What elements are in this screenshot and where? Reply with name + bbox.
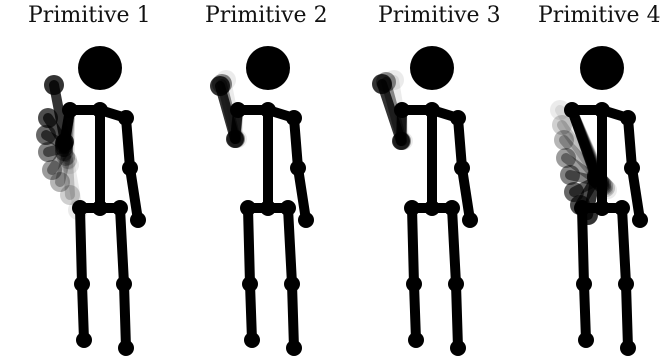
joint: [574, 200, 590, 216]
leg-segment: [82, 284, 84, 340]
joint: [424, 102, 440, 118]
joint: [290, 160, 306, 176]
leg-segment: [288, 208, 292, 284]
joint: [230, 102, 246, 118]
joint: [372, 74, 392, 94]
joint: [76, 332, 92, 348]
joint: [450, 110, 466, 126]
leg-segment: [584, 284, 586, 340]
joint: [594, 200, 610, 216]
leg-segment: [414, 284, 416, 340]
leg-segment: [412, 208, 414, 284]
joint: [112, 200, 128, 216]
joint: [614, 200, 630, 216]
joint: [392, 132, 410, 150]
joint: [74, 276, 90, 292]
leg-segment: [248, 208, 250, 284]
joint: [280, 200, 296, 216]
joint: [564, 102, 580, 118]
head: [410, 46, 454, 90]
joint: [404, 200, 420, 216]
joint: [594, 102, 610, 118]
leg-segment: [80, 208, 82, 284]
joint: [286, 110, 302, 126]
joint: [42, 160, 62, 180]
leg-segment: [582, 208, 584, 284]
joint: [624, 160, 640, 176]
skeleton-figure-2: [210, 46, 314, 356]
skeleton-figure-3: [372, 46, 478, 356]
joint: [406, 276, 422, 292]
joint: [554, 130, 574, 150]
skeleton-figure-4: [550, 46, 648, 356]
joint: [450, 340, 466, 356]
joint: [408, 332, 424, 348]
leg-segment: [452, 208, 456, 284]
leg-segment: [250, 284, 252, 340]
joint: [620, 340, 636, 356]
joint: [226, 130, 244, 148]
leg-segment: [292, 284, 294, 348]
joint: [44, 75, 64, 95]
joint: [56, 133, 74, 151]
head: [78, 46, 122, 90]
leg-segment: [626, 284, 628, 348]
joint: [424, 200, 440, 216]
joint: [92, 102, 108, 118]
joint: [578, 332, 594, 348]
joint: [444, 200, 460, 216]
joint: [454, 160, 470, 176]
joint: [260, 102, 276, 118]
joint: [556, 148, 576, 168]
joint: [260, 200, 276, 216]
joint: [242, 276, 258, 292]
joint: [286, 340, 302, 356]
joint: [240, 200, 256, 216]
head: [246, 46, 290, 90]
joint: [462, 212, 478, 228]
leg-segment: [120, 208, 124, 284]
joint: [62, 102, 78, 118]
joint: [618, 276, 634, 292]
joint: [632, 212, 648, 228]
head: [580, 46, 624, 90]
joint: [118, 340, 134, 356]
leg-segment: [622, 208, 626, 284]
joint: [576, 276, 592, 292]
skeleton-figure-1: [36, 46, 146, 356]
joint: [122, 160, 138, 176]
leg-segment: [456, 284, 458, 348]
joint: [448, 276, 464, 292]
joint: [560, 165, 580, 185]
joint: [210, 76, 230, 96]
joint: [244, 332, 260, 348]
joint: [620, 110, 636, 126]
joint: [72, 200, 88, 216]
joint: [298, 212, 314, 228]
joint: [130, 212, 146, 228]
joint: [118, 110, 134, 126]
joint: [394, 102, 410, 118]
leg-segment: [124, 284, 126, 348]
joint: [116, 276, 132, 292]
joint: [284, 276, 300, 292]
joint: [92, 200, 108, 216]
